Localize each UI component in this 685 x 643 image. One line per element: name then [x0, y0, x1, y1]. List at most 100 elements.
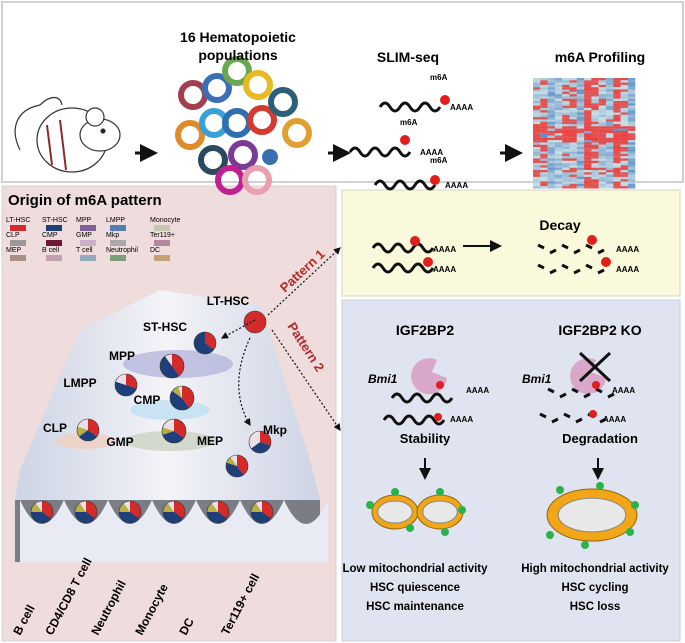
mature-cell [119, 503, 130, 512]
heatmap-cell [533, 165, 541, 168]
heatmap-cell [569, 179, 577, 182]
polya-label: AAAA [616, 245, 639, 254]
heatmap-cell [584, 119, 592, 122]
heatmap-cell [613, 121, 621, 125]
heatmap-cell [533, 156, 541, 159]
heatmap-cell [562, 119, 570, 122]
m6a-dot [436, 381, 444, 389]
heatmap-cell [606, 179, 614, 182]
heatmap-cell [569, 176, 577, 180]
heatmap-cell [562, 87, 570, 90]
outcome-right: HSC cycling [561, 582, 628, 594]
heatmap-cell [547, 105, 555, 108]
heatmap-cell [606, 121, 614, 125]
heatmap-cell [591, 96, 599, 99]
heatmap-cell [562, 170, 570, 173]
heatmap-cell [576, 101, 585, 104]
heatmap-cell [613, 119, 621, 122]
heatmap-cell [627, 181, 636, 184]
heatmap-cell [591, 112, 599, 115]
heatmap-cell [591, 78, 599, 81]
heatmap-cell [613, 103, 621, 106]
heatmap-cell [591, 137, 599, 141]
heatmap-cell [533, 133, 541, 136]
heatmap-cell [569, 103, 577, 106]
heatmap-cell [606, 160, 614, 164]
heatmap-cell [562, 114, 570, 118]
igf2bp2-title: IGF2BP2 [396, 322, 455, 338]
heatmap-cell [584, 179, 592, 182]
heatmap-cell [584, 89, 592, 92]
heatmap-cell [620, 158, 628, 161]
heatmap-cell [598, 119, 607, 122]
legend-swatch [110, 255, 126, 261]
heatmap-cell [547, 183, 555, 187]
heatmap-cell [533, 163, 541, 166]
legend-label: CLP [6, 232, 20, 239]
heatmap-cell [598, 103, 607, 106]
heatmap-cell [584, 112, 592, 115]
heatmap-cell [627, 156, 636, 159]
heatmap-cell [547, 84, 555, 88]
heatmap-cell [569, 186, 577, 189]
heatmap-cell [533, 87, 541, 90]
heatmap-cell [576, 78, 585, 81]
mature-cell [31, 512, 51, 523]
heatmap-cell [576, 91, 585, 95]
heatmap-cell [591, 130, 599, 134]
heatmap-cell [627, 172, 636, 175]
heatmap-cell [562, 183, 570, 187]
heatmap-cell [584, 101, 592, 104]
heatmap-cell [569, 101, 577, 104]
heatmap-cell [554, 149, 563, 152]
clp-cell [79, 430, 97, 441]
legend-swatch [10, 240, 26, 246]
heatmap-cell [554, 89, 563, 92]
rna-strand [390, 392, 454, 404]
heatmap-cell [606, 103, 614, 106]
heatmap-cell [547, 121, 555, 125]
igf2bp2-ko-title: IGF2BP2 KO [558, 322, 641, 338]
heatmap-cell [576, 149, 585, 152]
lmpp-cell [115, 381, 137, 396]
heatmap-cell [620, 126, 628, 129]
heatmap-cell [562, 160, 570, 164]
heatmap-cell [584, 172, 592, 175]
mature-cell [123, 501, 130, 512]
heatmap-cell [533, 172, 541, 175]
heatmap-cell [620, 160, 628, 164]
heatmap-cell [569, 78, 577, 81]
heatmap-cell [540, 78, 548, 81]
rna-fragment [549, 248, 557, 255]
heatmap-cell [591, 172, 599, 175]
heatmap-cell [584, 87, 592, 90]
heatmap-cell [591, 94, 599, 97]
heatmap-cell [533, 147, 541, 150]
heatmap-cell [576, 94, 585, 97]
heatmap-cell [620, 117, 628, 120]
heatmap-cell [547, 165, 555, 168]
heatmap-cell [584, 78, 592, 81]
heatmap-cell [620, 179, 628, 182]
heatmap-cell [569, 142, 577, 145]
clp-cell-outline [76, 418, 100, 442]
heatmap-cell [576, 130, 585, 134]
heatmap-cell [547, 181, 555, 184]
heatmap-cell [554, 119, 563, 122]
rna-strand [371, 262, 435, 274]
polya-label: AAAA [433, 265, 456, 274]
mep-cell-outline [225, 454, 249, 478]
degradation-label: Degradation [562, 431, 638, 446]
legend-swatch [154, 240, 170, 246]
heatmap-cell [547, 176, 555, 180]
heatmap-cell [562, 84, 570, 88]
heatmap-cell [569, 130, 577, 134]
green-particle [406, 524, 414, 532]
heatmap-cell [620, 114, 628, 118]
gene-label-right: Bmi1 [522, 372, 552, 386]
pattern2-arrow [271, 329, 341, 431]
heatmap-cell [547, 149, 555, 152]
heatmap-cell [562, 110, 570, 113]
heatmap-cell [584, 160, 592, 164]
